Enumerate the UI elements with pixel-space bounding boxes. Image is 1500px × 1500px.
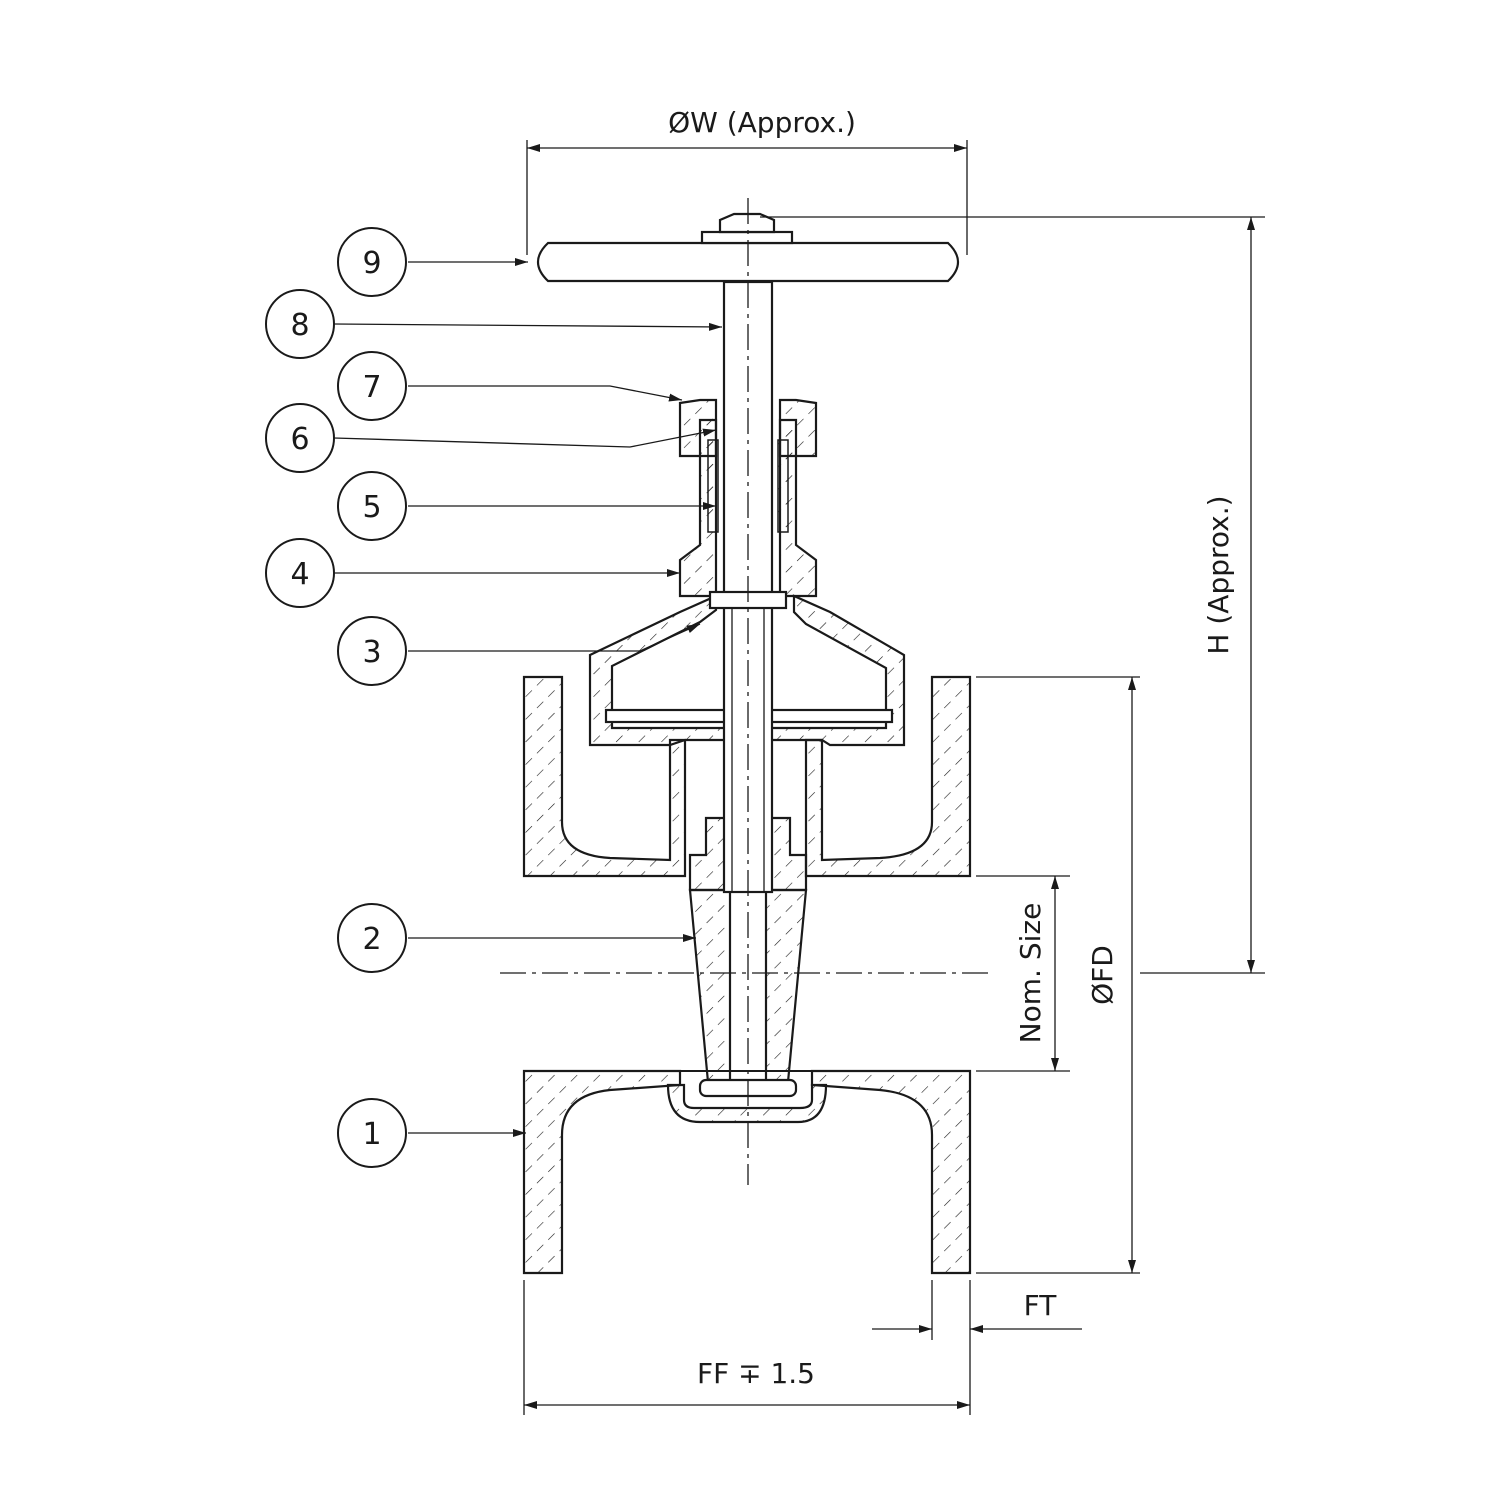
wedge-gate <box>688 816 808 1098</box>
svg-text:8: 8 <box>290 308 309 343</box>
svg-text:7: 7 <box>362 370 381 405</box>
dim-handwheel-diameter: ØW (Approx.) <box>668 106 856 139</box>
callout-4: 4 <box>265 538 335 608</box>
centerlines <box>500 198 994 1185</box>
dim-height: H (Approx.) <box>1202 495 1235 654</box>
callout-2: 2 <box>337 903 407 973</box>
callout-6: 6 <box>265 403 335 473</box>
svg-text:5: 5 <box>362 490 381 525</box>
dim-nominal-size: Nom. Size <box>1014 903 1047 1044</box>
dim-flange-thickness: FT <box>1024 1289 1058 1322</box>
callout-5: 5 <box>337 471 407 541</box>
svg-text:9: 9 <box>362 246 381 281</box>
svg-text:3: 3 <box>362 635 381 670</box>
dim-face-to-face: FF ∓ 1.5 <box>697 1357 815 1390</box>
callout-leaders <box>333 258 723 1137</box>
valve-body <box>522 675 972 1275</box>
svg-text:6: 6 <box>290 422 309 457</box>
callout-9: 9 <box>337 227 407 297</box>
dim-flange-diameter: ØFD <box>1086 945 1119 1005</box>
svg-text:4: 4 <box>290 557 309 592</box>
callout-8: 8 <box>265 289 335 359</box>
callout-7: 7 <box>337 351 407 421</box>
svg-text:1: 1 <box>362 1117 381 1152</box>
callout-1: 1 <box>337 1098 407 1168</box>
callout-3: 3 <box>337 616 407 686</box>
svg-text:2: 2 <box>362 922 381 957</box>
dimension-lines <box>523 140 1265 1415</box>
packing <box>707 439 789 533</box>
